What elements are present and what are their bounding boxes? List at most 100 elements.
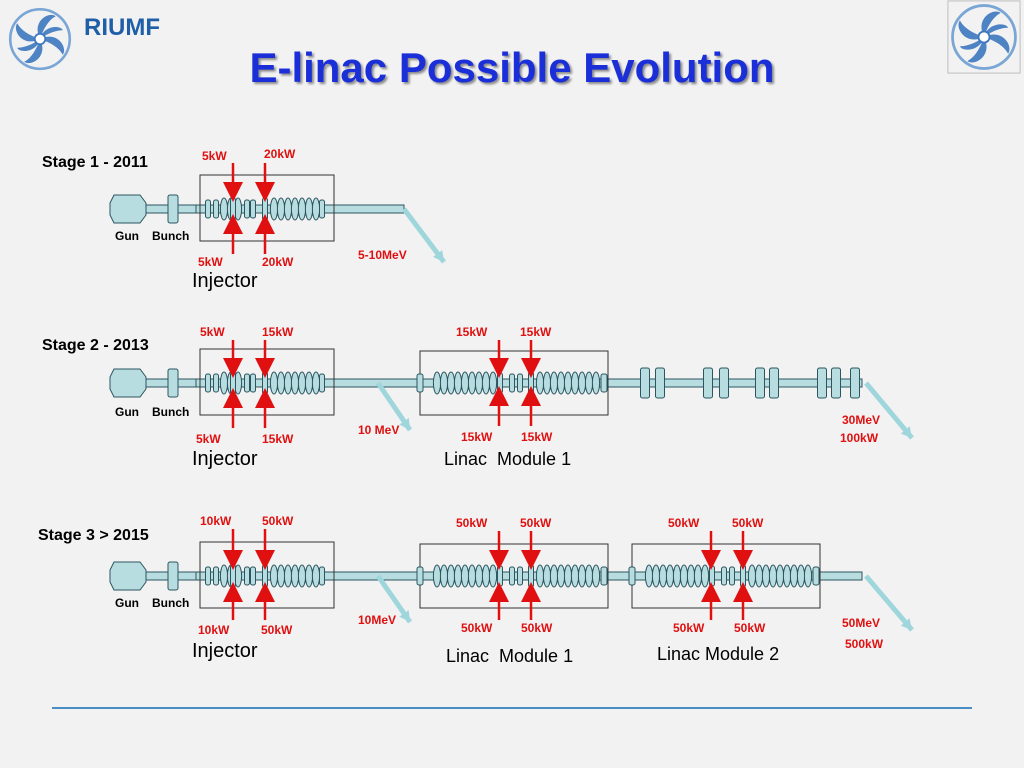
stage1-bunch-label: Bunch	[152, 229, 189, 243]
stage2-gun-label: Gun	[115, 405, 139, 419]
stage1-flange	[319, 199, 325, 219]
stage3-linac1-flange	[517, 566, 523, 586]
stage3-accel-cavity-cell	[283, 564, 293, 588]
stage2-quadrupole-5	[769, 367, 779, 399]
stage1-accel-cavity-cell	[269, 197, 279, 221]
stage2-linac1-flange	[600, 373, 608, 393]
stage2-linac1-flange	[497, 372, 503, 394]
stage2-linac1-cavity-a-cell	[488, 371, 498, 395]
stage3-linac1-cavity-a-cell	[460, 564, 470, 588]
stage3-linac1-cavity-b-cell	[577, 564, 587, 588]
stage3-linac1-cavity-b-cell	[542, 564, 552, 588]
stage2-injector-power-bottom-1: 5kW	[196, 432, 221, 446]
stage3-side-energy: 10MeV	[358, 613, 396, 627]
stage3-linac2-cavity-b-cell	[796, 564, 806, 588]
stage3-linac1-cavity-a-cell	[474, 564, 484, 588]
stage3-linac2-cavity-b-cell	[761, 564, 771, 588]
stage3-linac2-cavity-b-cell	[768, 564, 778, 588]
stage2-linac1-flange	[416, 373, 424, 393]
stage2-accel-cavity-cell	[269, 371, 279, 395]
footer-divider	[52, 707, 972, 709]
stage2-injector-label: Injector	[192, 448, 258, 470]
stage2-accel-cavity-cell	[276, 371, 286, 395]
stage1-energy-label: 5-10MeV	[358, 248, 407, 262]
stage1-power-top-2: 20kW	[264, 147, 296, 161]
stage3-buncher-cavity-cell	[219, 564, 229, 588]
brand-wordmark: RIUMF	[84, 14, 160, 41]
stage2-accel-cavity-cell	[311, 371, 321, 395]
stage3-injector-power-top-1: 10kW	[200, 514, 232, 528]
stage3-linac1-cavity-b-cell	[584, 564, 594, 588]
stage3-linac1-flange	[416, 566, 424, 586]
stage2-linac1-cavity-b-cell	[584, 371, 594, 395]
stage3-flange	[250, 566, 256, 586]
triumf-logo-icon	[8, 7, 72, 71]
stage2-cryomodule-box	[199, 348, 335, 416]
stage3-linac2-power-top-1: 50kW	[668, 516, 700, 530]
stage3-linac1-cavity-b-cell	[563, 564, 573, 588]
stage3-linac1-cavity-a-cell	[446, 564, 456, 588]
stage3-accel-cavity-cell	[297, 564, 307, 588]
stage2-accel-cavity-cell	[283, 371, 293, 395]
stage2-linac1-cavity-b-cell	[549, 371, 559, 395]
stage1-gun-icon	[109, 194, 147, 224]
stage3-linac1-cavity-a-cell	[481, 564, 491, 588]
stage3-linac1-flange	[528, 564, 534, 588]
stage2-linac1-cavity-a-cell	[474, 371, 484, 395]
stage3-label: Stage 3 > 2015	[38, 527, 149, 544]
stage3-gun-label: Gun	[115, 596, 139, 610]
stage3-linac2-flange	[721, 566, 727, 586]
stage2-label: Stage 2 - 2013	[42, 337, 149, 354]
stage3-linac2-flange	[709, 565, 715, 587]
stage2-linac1-flange	[509, 373, 515, 393]
stage3-injector-power-bottom-2: 50kW	[261, 623, 293, 637]
stage1-label: Stage 1 - 2011	[42, 154, 148, 171]
stage1-power-bottom-2: 20kW	[262, 255, 294, 269]
stage3-linac1-label: Linac Module 1	[446, 646, 573, 666]
stage2-linac1-power-bottom-2: 15kW	[521, 430, 553, 444]
stage2-quadrupole-8	[850, 367, 860, 399]
stage1-flange	[244, 199, 250, 219]
stage2-bunch-label: Bunch	[152, 405, 189, 419]
stage3-accel-cavity-cell	[304, 564, 314, 588]
stage3-linac1-cavity-b-cell	[535, 564, 545, 588]
stage2-quadrupole-7	[831, 367, 841, 399]
stage3-accel-cavity-cell	[276, 564, 286, 588]
stage3-linac2-label: Linac Module 2	[657, 644, 779, 664]
stage3-linac1-flange	[600, 566, 608, 586]
stage3-accel-cavity-cell	[311, 564, 321, 588]
stage3-flange	[213, 566, 219, 586]
stage2-linac1-cavity-b-cell	[535, 371, 545, 395]
stage3-linac1-cavity-b-cell	[591, 564, 601, 588]
stage3-bunch-label: Bunch	[152, 596, 189, 610]
stage2-final-dump-arrow-head	[900, 426, 912, 438]
stage3-accel-cavity-cell	[290, 564, 300, 588]
stage2-final-power: 100kW	[840, 431, 879, 445]
stage2-quadrupole-2	[703, 367, 713, 399]
stage2-linac1-flange	[517, 373, 523, 393]
stage1-power-top-1: 5kW	[202, 149, 227, 163]
stage1-accel-cavity-cell	[311, 197, 321, 221]
stage2-linac1-cavity-a-cell	[439, 371, 449, 395]
stage3-linac2-cavity-a-cell	[651, 564, 661, 588]
stage3-linac1-power-bottom-1: 50kW	[461, 621, 493, 635]
stage3-linac2-cavity-a-cell	[686, 564, 696, 588]
stage3-side-dump-arrow-head	[399, 610, 410, 622]
stage3-flange	[205, 566, 211, 586]
stage3-linac1-cavity-b-cell	[556, 564, 566, 588]
stage2-accel-cavity-cell	[297, 371, 307, 395]
stage3-flange	[244, 566, 250, 586]
stage3-final-power: 500kW	[845, 637, 884, 651]
stage1-flange	[250, 199, 256, 219]
stage3-linac1-cavity-b-cell	[570, 564, 580, 588]
stage2-injector-power-top-2: 15kW	[262, 325, 294, 339]
stage1-flange	[213, 199, 219, 219]
stage2-flange	[244, 373, 250, 393]
stage2-flange	[205, 373, 211, 393]
stage2-linac1-power-top-2: 15kW	[520, 325, 552, 339]
stage3-linac1-cavity-a-cell	[467, 564, 477, 588]
stage2-linac1-cavity-b-cell	[542, 371, 552, 395]
stage3-flange	[262, 564, 268, 588]
stage1-gun-label: Gun	[115, 229, 139, 243]
stage3-linac2-power-top-2: 50kW	[732, 516, 764, 530]
